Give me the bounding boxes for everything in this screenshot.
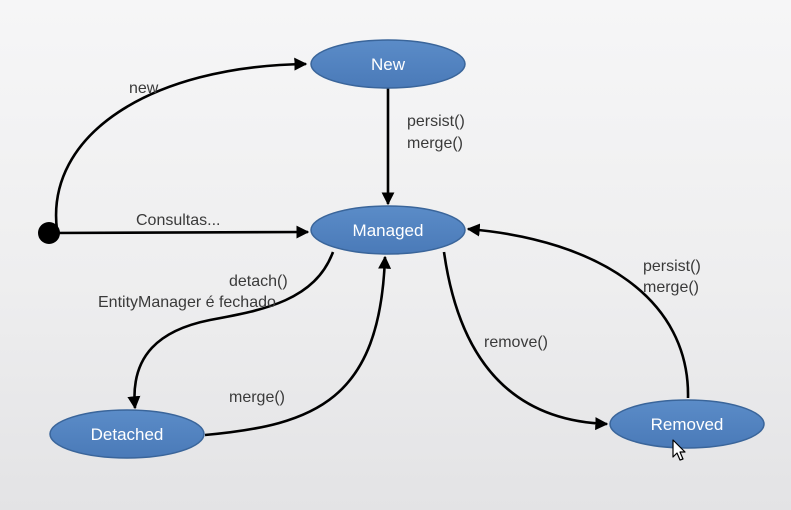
edge-managed-to-removed (442, 251, 609, 431)
mouse-cursor-icon (672, 439, 686, 461)
state-new-label: New (371, 55, 406, 74)
edge-removed-to-managed (466, 223, 690, 399)
edge-managed-to-detached (127, 251, 335, 410)
state-managed: Managed (310, 205, 466, 255)
label-persist-removed: persist() (643, 258, 701, 275)
label-merge-removed: merge() (643, 279, 699, 296)
label-new: new (129, 80, 159, 97)
label-remove: remove() (484, 334, 548, 351)
state-detached: Detached (49, 409, 205, 459)
state-new: New (310, 39, 466, 89)
label-merge-new: merge() (407, 135, 463, 152)
label-consultas: Consultas... (136, 212, 220, 229)
label-entitymanager-closed: EntityManager é fechado (98, 294, 276, 311)
edge-detached-to-managed (204, 255, 392, 437)
state-detached-label: Detached (91, 425, 164, 444)
state-managed-label: Managed (353, 221, 424, 240)
state-removed: Removed (609, 399, 765, 449)
start-dot (38, 222, 60, 244)
label-detach: detach() (229, 273, 288, 290)
state-removed-label: Removed (651, 415, 724, 434)
label-persist-new: persist() (407, 113, 465, 130)
label-merge-detached: merge() (229, 389, 285, 406)
edge-start-to-managed (49, 225, 310, 239)
edge-start-to-new (54, 57, 308, 231)
